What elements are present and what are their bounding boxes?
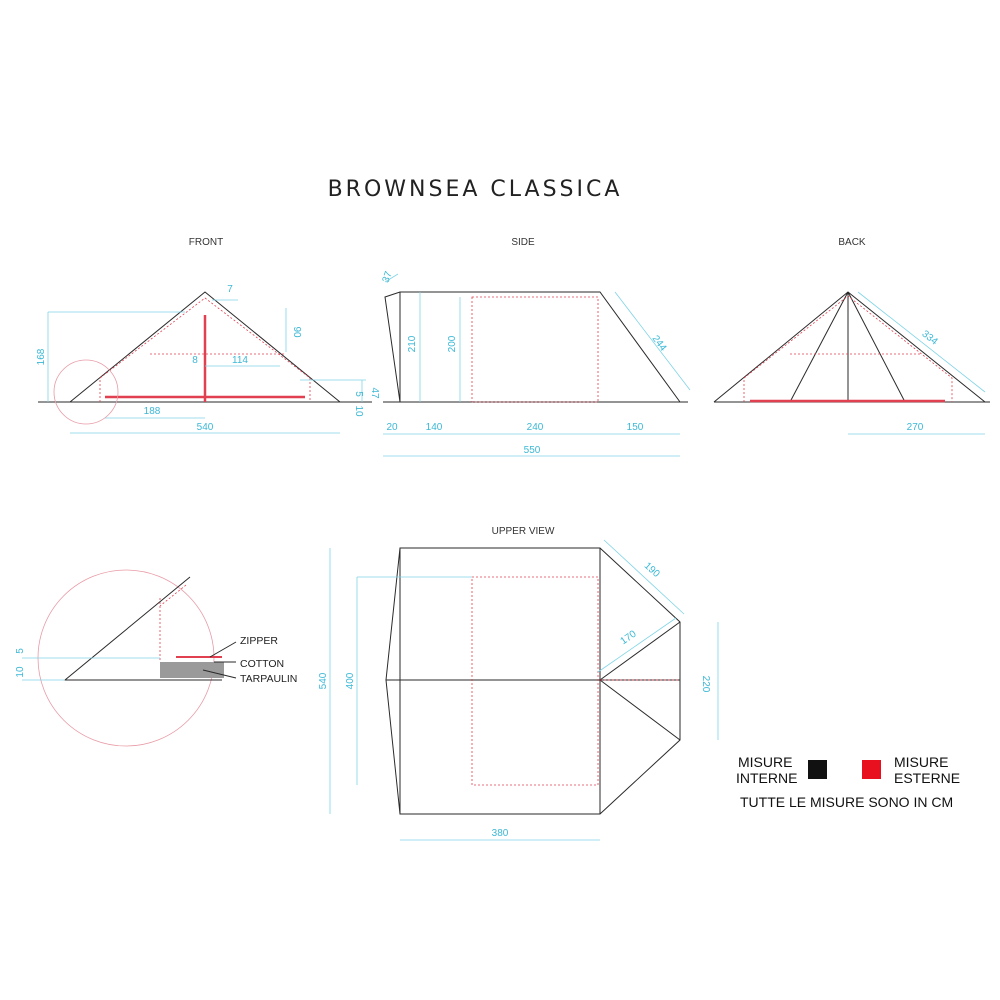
legend-internal-line1: MISURE	[738, 754, 792, 770]
front-view-label: FRONT	[189, 237, 223, 248]
upper-inner-tent	[471, 576, 599, 786]
detail-label-tarpaulin: TARPAULIN	[240, 673, 297, 685]
upper-dim-400: 400	[345, 672, 356, 689]
front-dim-10: 10	[353, 405, 364, 417]
side-length-550: 550	[524, 445, 541, 456]
upper-dim-220: 220	[700, 676, 711, 693]
side-dim-210: 210	[407, 335, 418, 352]
upper-dim-170: 170	[619, 628, 639, 647]
side-dim-37: 37	[381, 270, 395, 285]
legend-units-note: TUTTE LE MISURE SONO IN CM	[740, 794, 953, 810]
front-dim-7: 7	[227, 284, 233, 295]
front-inner-outline	[99, 297, 311, 402]
fabric-detail: 5 10 ZIPPER COTTON TARPAULIN	[15, 569, 297, 747]
back-view: BACK 334 270	[713, 237, 990, 435]
detail-label-cotton: COTTON	[240, 658, 284, 670]
side-tent-outline	[384, 291, 681, 403]
upper-tent-outline	[385, 547, 681, 815]
legend-external-swatch	[862, 760, 881, 779]
detail-tarpaulin-fill	[160, 662, 224, 678]
upper-view: UPPER VIEW 190 170 540 400 220 380	[318, 526, 719, 841]
legend-internal-swatch	[808, 760, 827, 779]
detail-dim-5: 5	[15, 648, 26, 654]
front-dim-114: 114	[232, 355, 248, 366]
detail-dim-10: 10	[15, 666, 26, 678]
legend: MISURE INTERNE MISURE ESTERNE TUTTE LE M…	[736, 754, 960, 810]
side-dim-244: 244	[650, 334, 669, 354]
upper-dim-380: 380	[492, 828, 509, 839]
upper-dim-540: 540	[318, 672, 329, 689]
front-dim-188: 188	[144, 406, 161, 417]
back-dim-270: 270	[907, 422, 924, 433]
front-dim-47: 47	[369, 387, 380, 399]
legend-external-line2: ESTERNE	[894, 770, 960, 786]
side-dim-20: 20	[386, 422, 398, 433]
legend-external-line1: MISURE	[894, 754, 948, 770]
front-dim-5: 5	[353, 391, 364, 397]
side-view: SIDE 37 210 200 244 20 140 240 150 550	[381, 237, 691, 457]
side-dim-200: 200	[447, 335, 458, 352]
upper-view-label: UPPER VIEW	[492, 526, 555, 537]
front-dim-90: 90	[291, 326, 302, 338]
side-dim-240: 240	[527, 422, 544, 433]
front-width-540: 540	[197, 422, 214, 433]
side-inner-tent	[471, 296, 599, 403]
legend-internal-line2: INTERNE	[736, 770, 797, 786]
front-tent-outline	[69, 291, 341, 403]
side-dim-150: 150	[627, 422, 644, 433]
drawing-title: BROWNSEA CLASSICA	[328, 177, 623, 202]
front-view: FRONT 168 7 90 8 114 47 5 10 188 540	[36, 237, 380, 434]
side-dim-140: 140	[426, 422, 443, 433]
back-view-label: BACK	[838, 237, 866, 248]
front-dim-8: 8	[192, 355, 198, 366]
back-inner-outline	[743, 295, 953, 402]
upper-dim-190: 190	[642, 560, 662, 580]
detail-label-zipper: ZIPPER	[240, 635, 278, 647]
back-dim-334: 334	[920, 329, 940, 348]
side-view-label: SIDE	[511, 237, 535, 248]
front-height-168: 168	[36, 348, 47, 365]
front-detail-marker	[53, 359, 119, 425]
back-tent-outline	[713, 291, 986, 403]
